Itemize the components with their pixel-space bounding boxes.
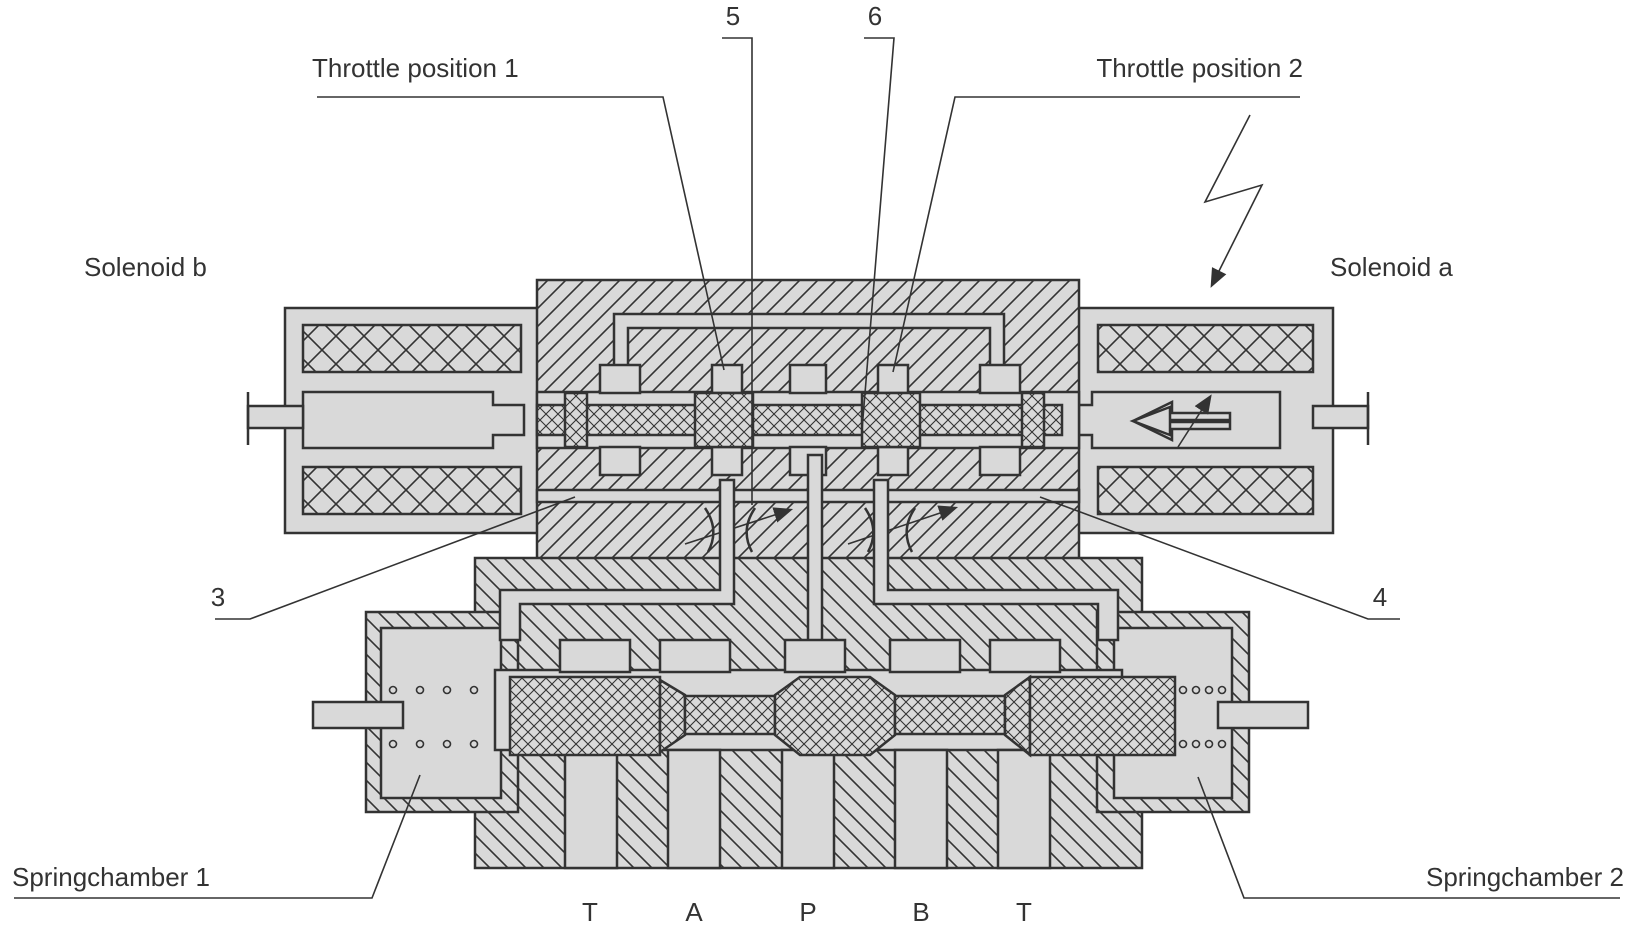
spring-2 [1178, 685, 1227, 749]
port-label-a: A [685, 897, 703, 927]
solenoid-a-housing [1058, 306, 1370, 535]
port-label-b: B [912, 897, 929, 927]
label-solenoid-a: Solenoid a [1330, 252, 1453, 282]
port-label-t-right: T [1016, 897, 1032, 927]
leader-lines [14, 37, 1620, 899]
port-label-t-left: T [582, 897, 598, 927]
label-throttle-position-1: Throttle position 1 [312, 53, 519, 83]
label-throttle-position-2: Throttle position 2 [1096, 53, 1303, 83]
port-label-p: P [799, 897, 816, 927]
label-springchamber-1: Springchamber 1 [12, 862, 210, 892]
main-valve-body [311, 453, 1310, 870]
label-springchamber-2: Springchamber 2 [1426, 862, 1624, 892]
label-4: 4 [1373, 582, 1387, 612]
solenoid-b-housing [246, 306, 547, 535]
label-solenoid-b: Solenoid b [84, 252, 207, 282]
electrical-signal-icon [1203, 114, 1264, 288]
spring-1 [388, 685, 479, 749]
label-5: 5 [726, 1, 740, 31]
label-6: 6 [868, 1, 882, 31]
label-3: 3 [211, 582, 225, 612]
